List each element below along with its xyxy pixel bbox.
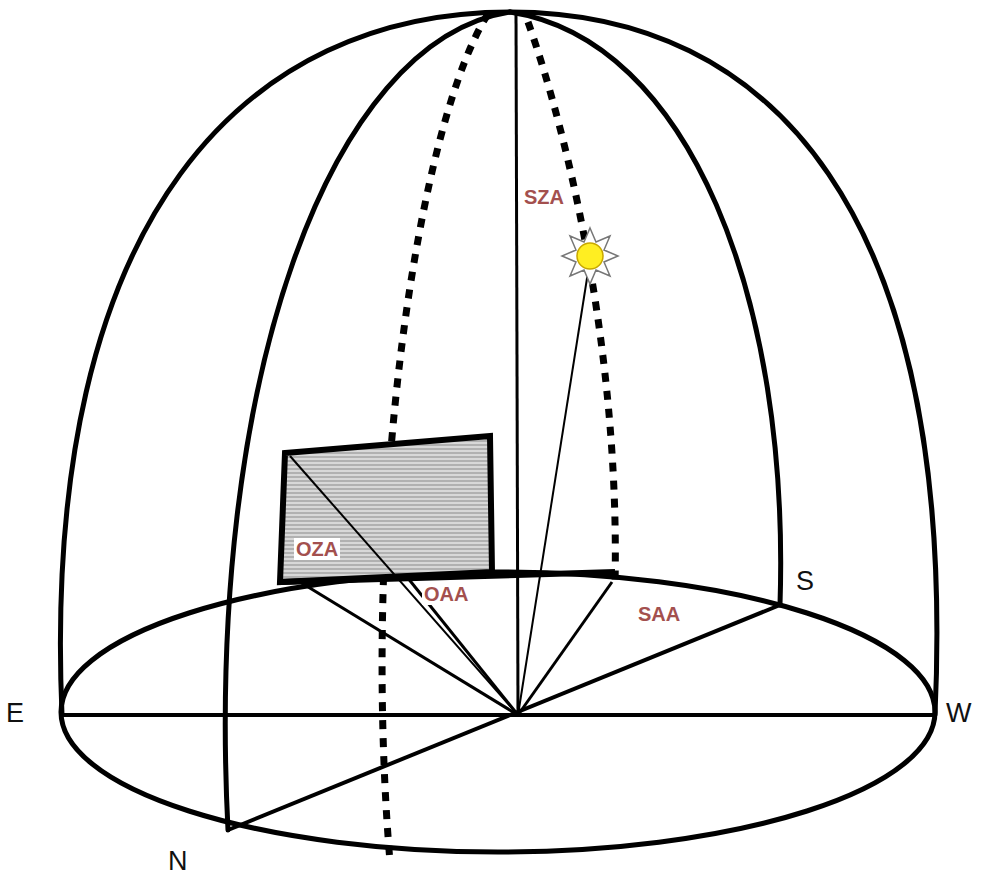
angle-label: SZA xyxy=(522,186,566,208)
direction-label: N xyxy=(168,848,188,875)
angle-label: OZA xyxy=(294,538,340,560)
direction-label: W xyxy=(946,700,971,727)
direction-label: S xyxy=(796,568,814,595)
direction-label: E xyxy=(6,700,24,727)
angle-label: SAA xyxy=(636,603,682,625)
angle-label: OAA xyxy=(422,583,470,605)
